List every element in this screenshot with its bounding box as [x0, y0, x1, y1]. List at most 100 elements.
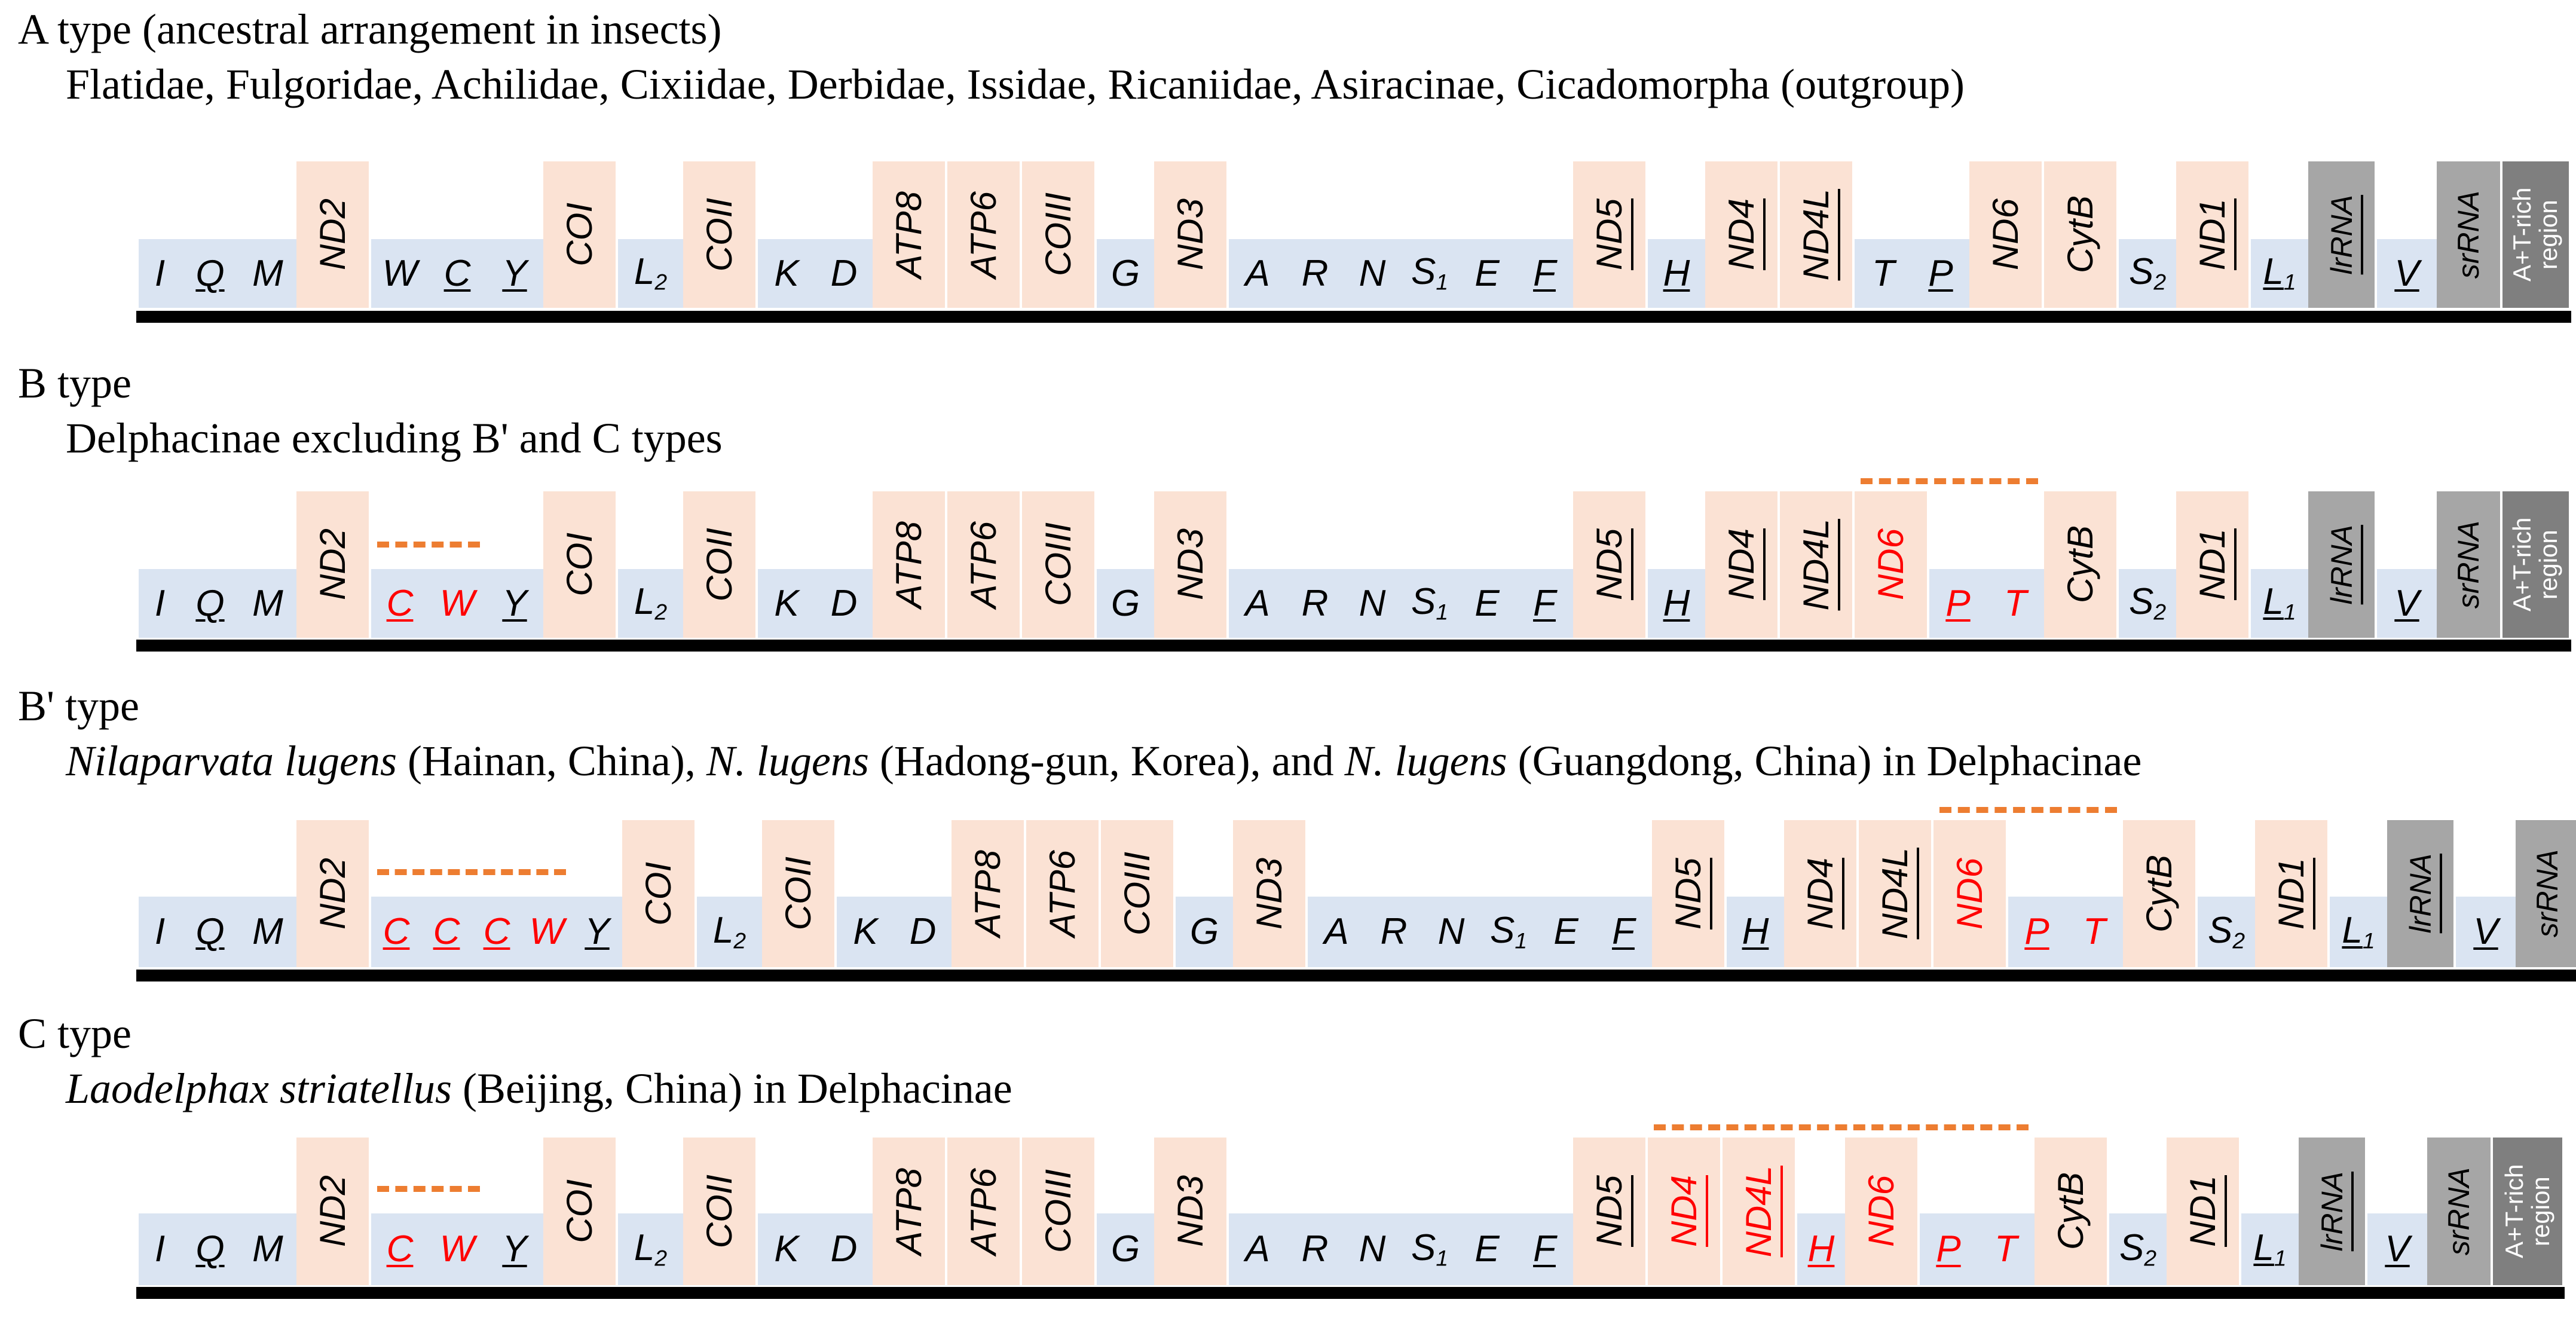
gene-label: M — [252, 1231, 283, 1268]
gene-name: C — [433, 911, 460, 952]
gene-label: M — [252, 255, 283, 292]
protein-gene-block — [1705, 491, 1777, 638]
gene-label: T — [2004, 585, 2027, 622]
panel-c-subtitle: Laodelphax striatellus (Beijing, China) … — [66, 1064, 1012, 1114]
protein-gene-block — [543, 161, 616, 308]
gene-name: R — [1380, 911, 1408, 952]
protein-gene-block — [1648, 1138, 1720, 1285]
gene-name: E — [1474, 1228, 1500, 1270]
gene-name: A+T-rich region — [2508, 517, 2563, 612]
gene-label: G — [1190, 913, 1219, 950]
gene-label: G — [1111, 255, 1140, 292]
gene-name: Y — [502, 252, 527, 294]
gene-label: I — [155, 255, 165, 292]
gene-label: C — [387, 1231, 414, 1268]
protein-gene-block — [947, 1138, 1020, 1285]
gene-label: T — [1994, 1231, 2017, 1268]
gene-name: N — [1359, 582, 1386, 624]
trna-block — [1480, 897, 1537, 967]
gene-name: ND4 — [1800, 857, 1840, 930]
gene-label: S2 — [2129, 253, 2166, 293]
gene-name: COI — [638, 861, 678, 926]
gene-label: COI — [559, 1179, 599, 1243]
protein-gene-block — [2255, 820, 2327, 967]
trna-block — [894, 897, 952, 967]
trna-block — [2456, 897, 2516, 967]
trna-block — [2367, 1213, 2427, 1285]
gene-name: K — [774, 1228, 799, 1270]
rrna-gene-block — [2387, 820, 2453, 967]
gene-label: H — [1663, 255, 1690, 292]
gene-label: ND4L — [1795, 518, 1836, 611]
trna-block — [1797, 1213, 1845, 1285]
gene-label: ND3 — [1170, 198, 1210, 270]
trna-block — [429, 569, 486, 638]
gene-label: ND2 — [312, 198, 353, 271]
gene-label: A — [1324, 913, 1348, 950]
gene-label: ND4L — [1739, 1166, 1779, 1257]
gene-label: ND1 — [2192, 198, 2232, 270]
gene-name: ND4L — [1795, 518, 1836, 611]
gene-label: M — [252, 913, 283, 950]
gene-name: P — [1928, 252, 1953, 294]
gene-name: COIII — [1038, 1169, 1078, 1253]
trna-block — [2377, 569, 2437, 638]
protein-gene-block — [1101, 820, 1173, 967]
gene-label: COI — [638, 861, 678, 926]
protein-gene-block — [683, 161, 755, 308]
gene-label: M — [252, 585, 283, 622]
gene-label: CytB — [2050, 1172, 2091, 1250]
protein-gene-block — [1573, 161, 1645, 308]
trna-block — [1097, 569, 1154, 638]
trna-block — [618, 569, 683, 638]
trna-block — [181, 239, 239, 308]
gene-name: CytB — [2060, 195, 2100, 274]
gene-label: Q — [195, 585, 224, 622]
protein-gene-block — [1780, 491, 1852, 638]
gene-label: CytB — [2060, 525, 2100, 603]
protein-gene-block — [543, 1138, 616, 1285]
trna-block — [486, 569, 543, 638]
gene-name: D — [830, 1228, 858, 1270]
species-name: Nilaparvata lugens — [66, 737, 397, 785]
gene-name: F — [1612, 911, 1635, 952]
subtitle-text: (Beijing, China) in Delphacinae — [452, 1065, 1012, 1112]
gene-label: N — [1359, 255, 1386, 292]
protein-gene-block — [296, 1138, 369, 1285]
gene-name: ND3 — [1170, 528, 1210, 601]
gene-label: ND5 — [1589, 1175, 1629, 1247]
trna-block — [1987, 569, 2044, 638]
gene-name: ND2 — [312, 198, 353, 271]
gene-name: Y — [585, 911, 610, 952]
genome-baseline — [136, 311, 2571, 323]
gene-name: E — [1474, 252, 1500, 294]
gene-label: COII — [699, 1175, 739, 1248]
trna-block — [2377, 239, 2437, 308]
gene-subscript: 2 — [654, 599, 668, 625]
trna-block — [429, 239, 486, 308]
gene-name: L — [2342, 909, 2363, 951]
gene-label: V — [2394, 255, 2419, 292]
gene-label: C — [387, 585, 414, 622]
gene-name: ATP8 — [888, 191, 929, 279]
panel-bprime-subtitle: Nilaparvata lugens (Hainan, China), N. l… — [66, 736, 2141, 786]
gene-name: CytB — [2050, 1172, 2091, 1250]
gene-label: lrRNA — [2315, 1172, 2349, 1251]
gene-name: D — [909, 911, 937, 952]
gene-label: ND3 — [1170, 528, 1210, 601]
gene-name: ATP8 — [888, 521, 929, 609]
gene-label: ATP8 — [968, 850, 1008, 937]
gene-label: COII — [699, 198, 739, 271]
gene-name: D — [830, 582, 858, 624]
gene-label: srRNA — [2531, 849, 2564, 937]
rrna-gene-block — [2308, 161, 2375, 308]
gene-label: Y — [502, 585, 527, 622]
gene-label: ND6 — [1950, 858, 1990, 929]
protein-gene-block — [683, 1138, 755, 1285]
gene-name: V — [2473, 911, 2498, 952]
gene-label: Y — [502, 255, 527, 292]
gene-name: ND2 — [312, 1175, 353, 1247]
trna-block — [1727, 897, 1784, 967]
protein-gene-block — [952, 820, 1024, 967]
